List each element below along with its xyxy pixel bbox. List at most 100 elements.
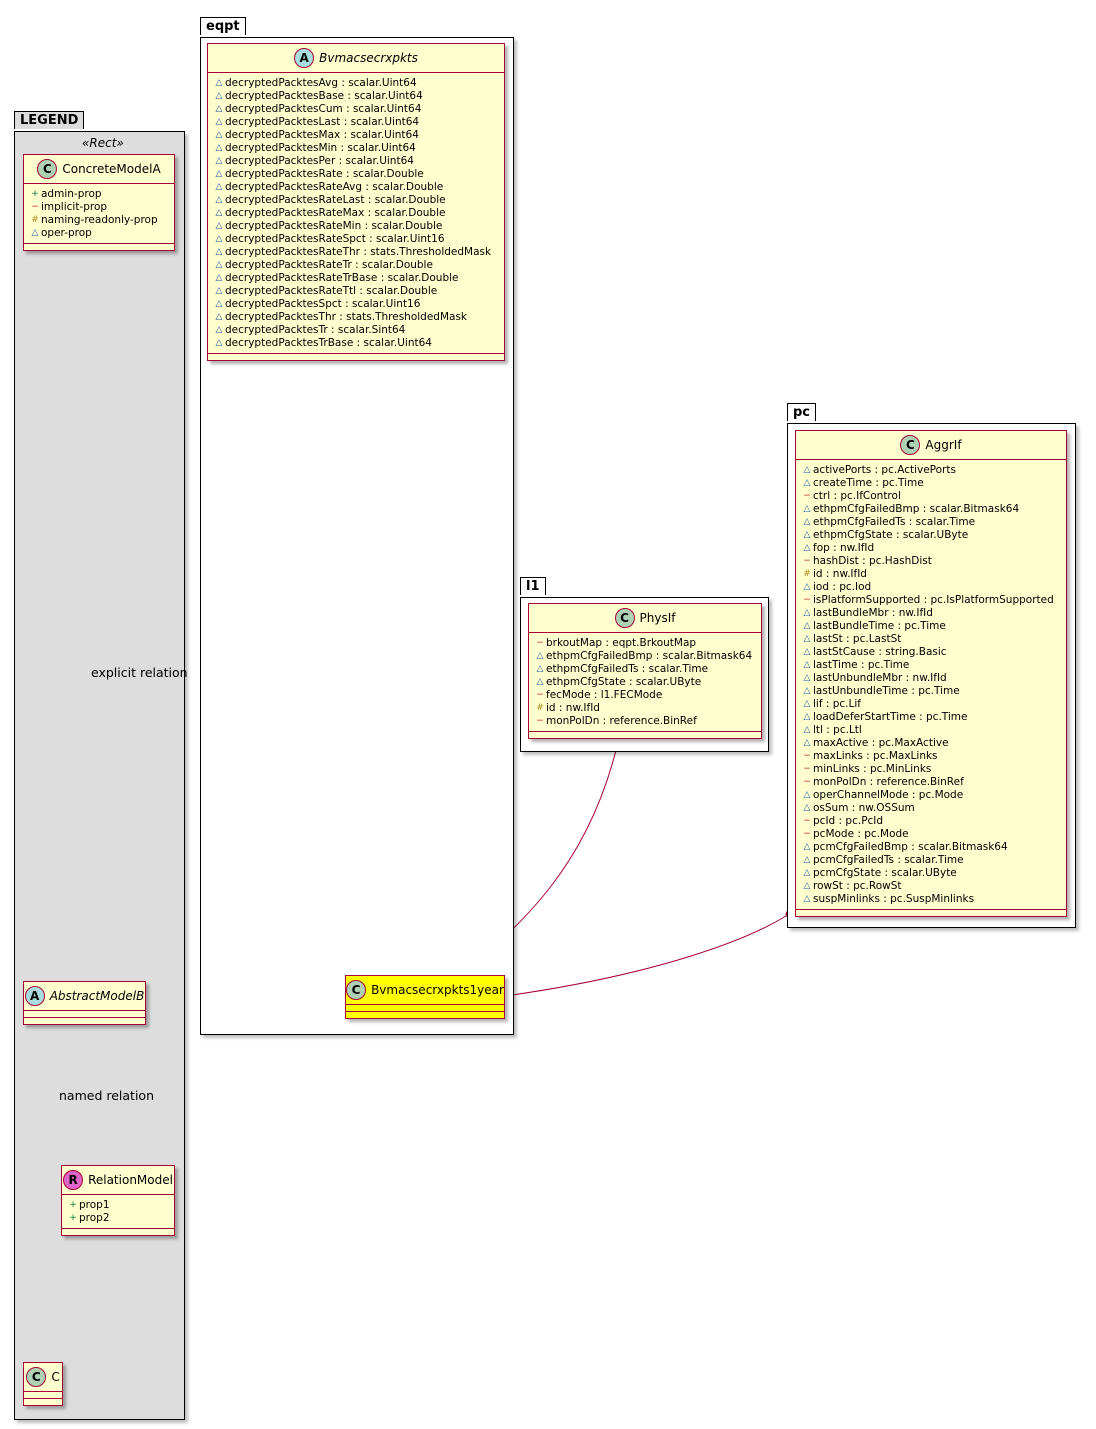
class-bvmacsecrxpkts1year[interactable]: C Bvmacsecrxpkts1year <box>345 975 505 1019</box>
visibility-icon: △ <box>31 227 39 238</box>
abstract-badge-icon: A <box>294 48 315 68</box>
attribute-row: #id : nw.IfId <box>534 701 756 714</box>
attribute-row: −maxLinks : pc.MaxLinks <box>801 749 1061 762</box>
visibility-icon: + <box>31 188 39 199</box>
visibility-icon: △ <box>803 477 811 488</box>
class-physif[interactable]: C PhysIf −brkoutMap : eqpt.BrkoutMap△eth… <box>528 603 762 739</box>
attribute-row: △decryptedPacktesSpct : scalar.Uint16 <box>213 297 499 310</box>
attribute-row: △ethpmCfgFailedBmp : scalar.Bitmask64 <box>801 502 1061 515</box>
class-header: R RelationModel <box>62 1166 174 1195</box>
attribute-text: activePorts : pc.ActivePorts <box>813 463 956 476</box>
package-tab-legend: LEGEND <box>14 111 85 129</box>
class-header: A Bvmacsecrxpkts <box>208 44 504 73</box>
visibility-icon: △ <box>215 103 223 114</box>
operation-list <box>24 244 174 250</box>
attribute-list: −brkoutMap : eqpt.BrkoutMap△ethpmCfgFail… <box>529 633 761 732</box>
attribute-row: △ethpmCfgState : scalar.UByte <box>801 528 1061 541</box>
visibility-icon: △ <box>215 181 223 192</box>
attribute-text: isPlatformSupported : pc.IsPlatformSuppo… <box>813 593 1054 606</box>
attribute-row: △decryptedPacktesRateSpct : scalar.Uint1… <box>213 232 499 245</box>
attribute-list <box>24 1392 62 1399</box>
attribute-text: osSum : nw.OSSum <box>813 801 915 814</box>
visibility-icon: △ <box>803 711 811 722</box>
attribute-list <box>24 1011 145 1018</box>
explicit-relation-label: explicit relation <box>91 665 188 680</box>
visibility-icon: △ <box>215 324 223 335</box>
attribute-row: △rowSt : pc.RowSt <box>801 879 1061 892</box>
operation-list <box>208 354 504 360</box>
attribute-row: △decryptedPacktesRateTr : scalar.Double <box>213 258 499 271</box>
class-header: C Bvmacsecrxpkts1year <box>346 976 504 1005</box>
class-relation-model[interactable]: R RelationModel +prop1+prop2 <box>61 1165 175 1236</box>
class-name: C <box>51 1370 60 1384</box>
aggrif-composition-line <box>504 913 790 997</box>
attribute-text: lastBundleMbr : nw.IfId <box>813 606 933 619</box>
visibility-icon: △ <box>803 464 811 475</box>
attribute-text: maxActive : pc.MaxActive <box>813 736 949 749</box>
attribute-row: △pcmCfgFailedBmp : scalar.Bitmask64 <box>801 840 1061 853</box>
operation-list <box>24 1399 62 1405</box>
visibility-icon: △ <box>803 659 811 670</box>
visibility-icon: △ <box>803 620 811 631</box>
attribute-row: #naming-readonly-prop <box>29 213 169 226</box>
visibility-icon: △ <box>215 233 223 244</box>
attribute-text: hashDist : pc.HashDist <box>813 554 932 567</box>
visibility-icon: △ <box>215 220 223 231</box>
attribute-text: ethpmCfgState : scalar.UByte <box>813 528 969 541</box>
class-concrete-model-a[interactable]: C ConcreteModelA +admin-prop−implicit-pr… <box>23 154 175 251</box>
attribute-row: △decryptedPacktesRateAvg : scalar.Double <box>213 180 499 193</box>
visibility-icon: △ <box>215 155 223 166</box>
visibility-icon: − <box>803 750 811 761</box>
operation-list <box>62 1229 174 1235</box>
attribute-row: △decryptedPacktesThr : stats.Thresholded… <box>213 310 499 323</box>
attribute-row: △decryptedPacktesRateThr : stats.Thresho… <box>213 245 499 258</box>
attribute-text: ethpmCfgFailedBmp : scalar.Bitmask64 <box>813 502 1020 515</box>
attribute-row: △loadDeferStartTime : pc.Time <box>801 710 1061 723</box>
attribute-text: implicit-prop <box>41 200 108 213</box>
attribute-row: −pcId : pc.PcId <box>801 814 1061 827</box>
operation-list <box>346 1012 504 1018</box>
visibility-icon: △ <box>803 672 811 683</box>
attribute-row: △lastBundleTime : pc.Time <box>801 619 1061 632</box>
visibility-icon: # <box>31 214 39 225</box>
attribute-row: △maxActive : pc.MaxActive <box>801 736 1061 749</box>
attribute-text: lastUnbundleTime : pc.Time <box>813 684 960 697</box>
class-badge-icon: C <box>346 980 367 1000</box>
class-abstract-model-b[interactable]: A AbstractModelB <box>23 981 146 1025</box>
class-bvmacsecrxpkts[interactable]: A Bvmacsecrxpkts △decryptedPacktesAvg : … <box>207 43 505 361</box>
attribute-row: △decryptedPacktesPer : scalar.Uint64 <box>213 154 499 167</box>
attribute-text: decryptedPacktesThr : stats.ThresholdedM… <box>225 310 467 323</box>
attribute-row: −brkoutMap : eqpt.BrkoutMap <box>534 636 756 649</box>
attribute-text: naming-readonly-prop <box>41 213 158 226</box>
attribute-row: △decryptedPacktesMax : scalar.Uint64 <box>213 128 499 141</box>
attribute-row: △ethpmCfgFailedBmp : scalar.Bitmask64 <box>534 649 756 662</box>
visibility-icon: − <box>536 689 544 700</box>
attribute-text: iod : pc.Iod <box>813 580 872 593</box>
attribute-text: decryptedPacktesCum : scalar.Uint64 <box>225 102 422 115</box>
attribute-text: decryptedPacktesBase : scalar.Uint64 <box>225 89 423 102</box>
class-c[interactable]: C C <box>23 1362 63 1406</box>
attribute-text: decryptedPacktesRate : scalar.Double <box>225 167 424 180</box>
class-badge-icon: C <box>37 159 58 179</box>
visibility-icon: △ <box>803 542 811 553</box>
attribute-row: △decryptedPacktesRateMax : scalar.Double <box>213 206 499 219</box>
visibility-icon: △ <box>215 272 223 283</box>
attribute-row: △activePorts : pc.ActivePorts <box>801 463 1061 476</box>
visibility-icon: △ <box>803 880 811 891</box>
class-aggrif[interactable]: C AggrIf △activePorts : pc.ActivePorts△c… <box>795 430 1067 917</box>
attribute-text: monPolDn : reference.BinRef <box>813 775 964 788</box>
attribute-text: decryptedPacktesRateTr : scalar.Double <box>225 258 433 271</box>
visibility-icon: △ <box>803 698 811 709</box>
class-badge-icon: C <box>614 608 635 628</box>
visibility-icon: △ <box>215 90 223 101</box>
class-header: C ConcreteModelA <box>24 155 174 184</box>
attribute-text: decryptedPacktesTrBase : scalar.Uint64 <box>225 336 432 349</box>
attribute-text: decryptedPacktesRateTtl : scalar.Double <box>225 284 438 297</box>
attribute-text: monPolDn : reference.BinRef <box>546 714 697 727</box>
attribute-row: △pcmCfgFailedTs : scalar.Time <box>801 853 1061 866</box>
visibility-icon: △ <box>536 650 544 661</box>
attribute-row: △decryptedPacktesRateTtl : scalar.Double <box>213 284 499 297</box>
attribute-row: −monPolDn : reference.BinRef <box>801 775 1061 788</box>
attribute-text: ethpmCfgFailedBmp : scalar.Bitmask64 <box>546 649 753 662</box>
attribute-text: pcmCfgFailedBmp : scalar.Bitmask64 <box>813 840 1008 853</box>
